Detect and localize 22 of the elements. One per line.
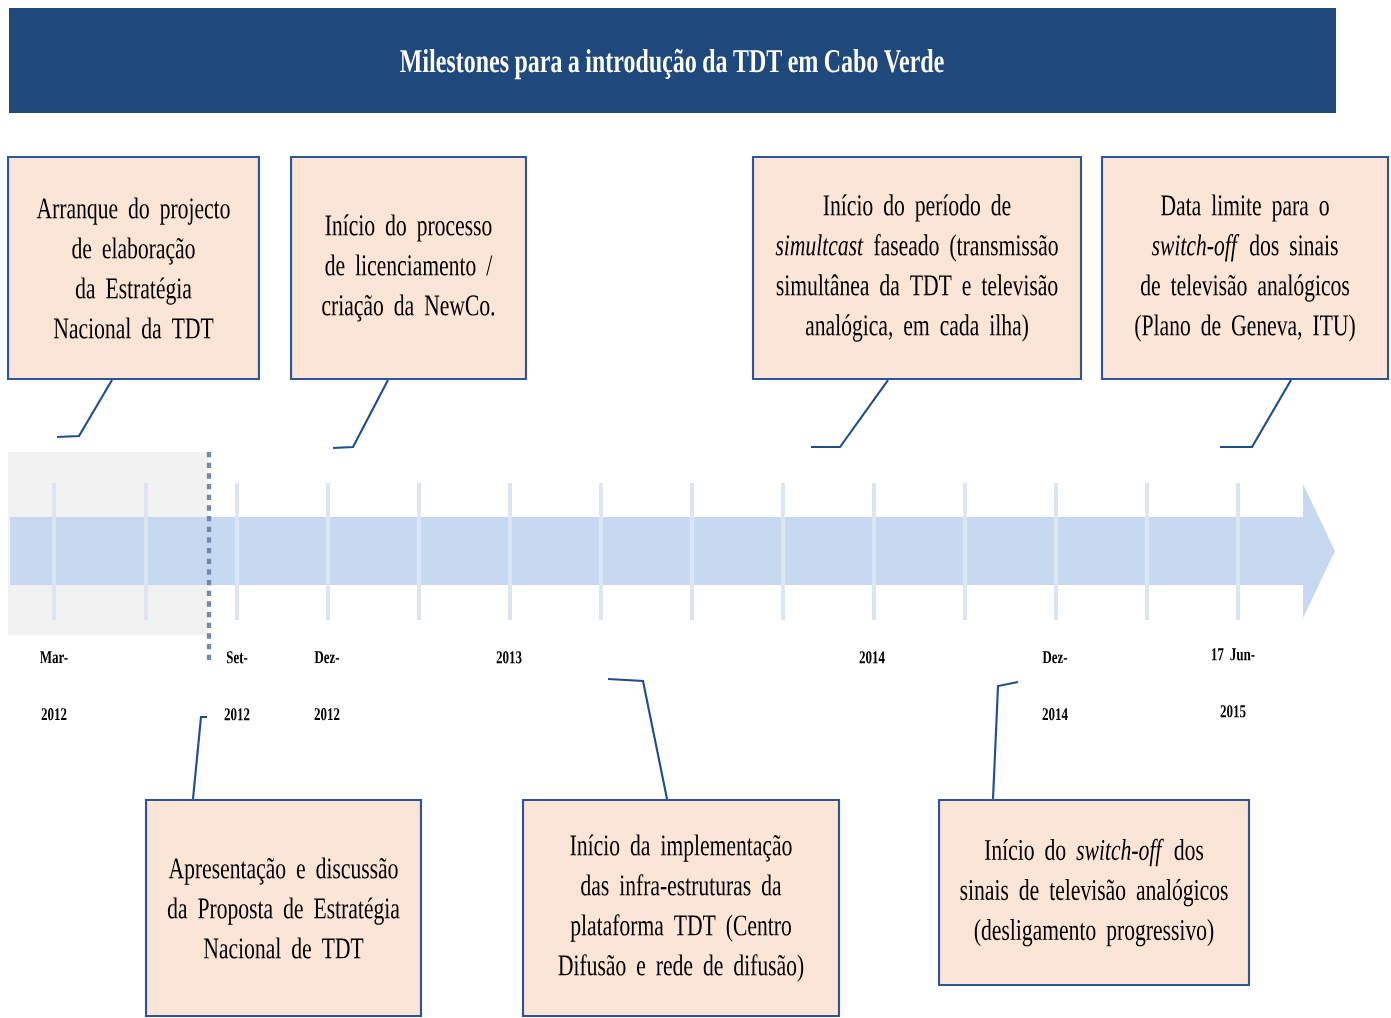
date-label: 2014 <box>859 651 885 664</box>
milestone-box: Início do processo de licenciamento / criação da NewCo. <box>289 155 528 381</box>
date-label: Mar- 2012 <box>40 651 68 721</box>
leader-line <box>1220 379 1292 449</box>
leader-line <box>332 379 389 450</box>
leader-line <box>191 715 207 800</box>
leader-line <box>811 379 889 449</box>
milestone-box: Início da implementação das infra-estruturas da plataforma TDT (Centro Difusão e rede de difusão) <box>521 798 841 1018</box>
date-label: Dez- 2012 <box>314 651 340 721</box>
milestone-box: Início do período de simultcast faseado (transmissão simultânea da TDT e televisão analógica, em cada ilha) <box>751 155 1083 381</box>
leader-line <box>607 677 669 800</box>
title: Milestones para a introdução da TDT em Cabo Verde <box>400 48 944 80</box>
milestone-box: Data limite para o switch-off dos sinais de televisão analógicos (Plano de Geneva, ITU) <box>1100 155 1390 381</box>
milestone-box: Apresentação e discussão da Proposta de Estratégia Nacional de TDT <box>144 798 423 1018</box>
milestone-box: Início do switch-off dos sinais de televisão analógicos (desligamento progressivo) <box>937 798 1251 987</box>
date-label: Set- 2012 <box>224 651 250 721</box>
leader-line <box>56 379 113 439</box>
milestone-box: Arranque do projecto de elaboração da Estratégia Nacional da TDT <box>6 155 261 381</box>
date-label: 2013 <box>496 651 522 664</box>
date-label: 17 Jun- 2015 <box>1212 648 1255 718</box>
date-label: Dez- 2014 <box>1042 651 1068 721</box>
leader-line <box>991 680 1019 799</box>
